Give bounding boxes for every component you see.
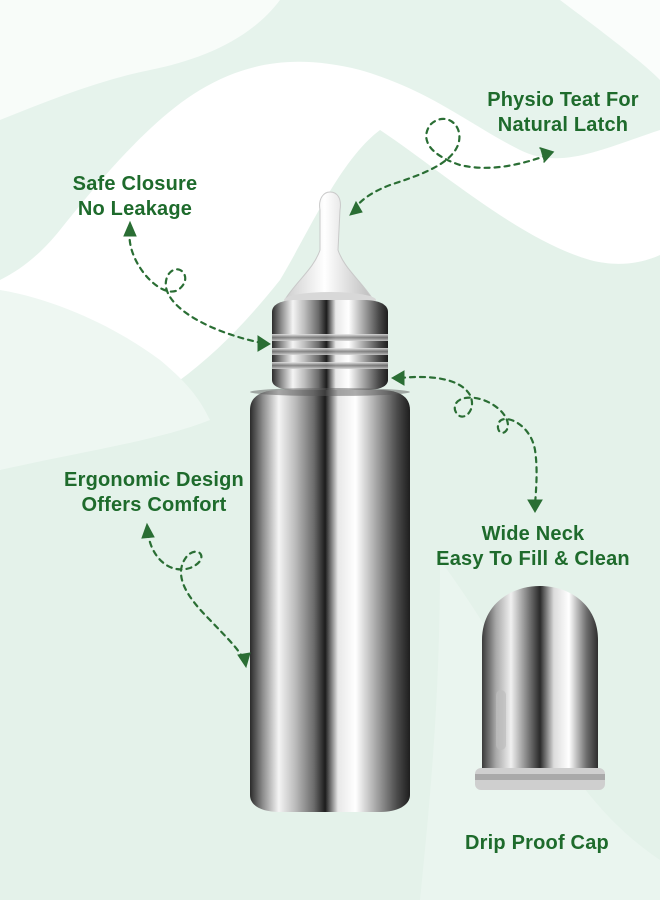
callout-physio-teat-line1: Physio Teat For: [487, 89, 639, 111]
callout-wide-neck-line1: Wide Neck: [481, 523, 585, 545]
callout-wide-neck-line2: Easy To Fill & Clean: [436, 548, 630, 570]
callout-ergonomic-line1: Ergonomic Design: [64, 469, 244, 491]
callout-ergonomic-line2: Offers Comfort: [81, 494, 227, 516]
callout-ergonomic: Ergonomic Design Offers Comfort: [54, 468, 254, 518]
callout-safe-closure-line1: Safe Closure: [72, 173, 198, 195]
callout-physio-teat-line2: Natural Latch: [497, 114, 629, 136]
callout-safe-closure-line2: No Leakage: [77, 198, 193, 220]
callout-drip-cap-line1: Drip Proof Cap: [465, 832, 609, 854]
callout-drip-cap: Drip Proof Cap: [452, 831, 622, 856]
callout-safe-closure: Safe Closure No Leakage: [60, 172, 210, 222]
callout-wide-neck: Wide Neck Easy To Fill & Clean: [436, 522, 630, 572]
callout-physio-teat: Physio Teat For Natural Latch: [468, 88, 658, 138]
